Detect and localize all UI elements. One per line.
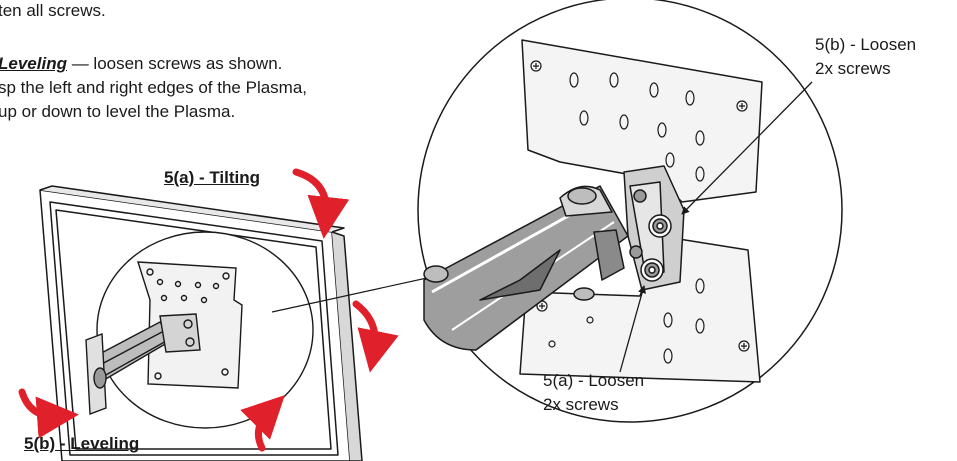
instruction-line-3: sp the left and right edges of the Plasm… [0,78,308,97]
tilt-arrow-top [292,168,350,239]
leader-5b [681,81,813,215]
screw-5a [640,258,664,282]
leader-5a [619,285,646,373]
instruction-line-2-rest: — loosen screws as shown. [66,54,283,73]
tilt-arrow-right-upper [352,300,399,373]
detail-circle [417,0,843,423]
tv-detail-circle [85,231,314,429]
instruction-line-1: ten all screws. [0,1,106,20]
level-arrow-left [18,388,79,439]
red-arrows [18,168,399,452]
label-leveling: 5(b) - Leveling [24,434,140,453]
callout-line [271,275,437,313]
instruction-line-4: up or down to level the Plasma. [0,102,236,121]
instruction-line-2: Leveling — loosen screws as shown. [0,53,282,74]
label-loosen-5b-line2: 2x screws [815,59,891,78]
screw-5b [648,214,672,238]
label-loosen-5a-line1: 5(a) - Loosen [543,371,645,390]
label-loosen-5a-line2: 2x screws [543,395,619,414]
leveling-heading: Leveling [0,54,67,73]
label-loosen-5b-line1: 5(b) - Loosen [815,35,917,54]
tilt-arrow-right-lower [240,395,285,452]
label-tilting: 5(a) - Tilting [164,168,261,187]
